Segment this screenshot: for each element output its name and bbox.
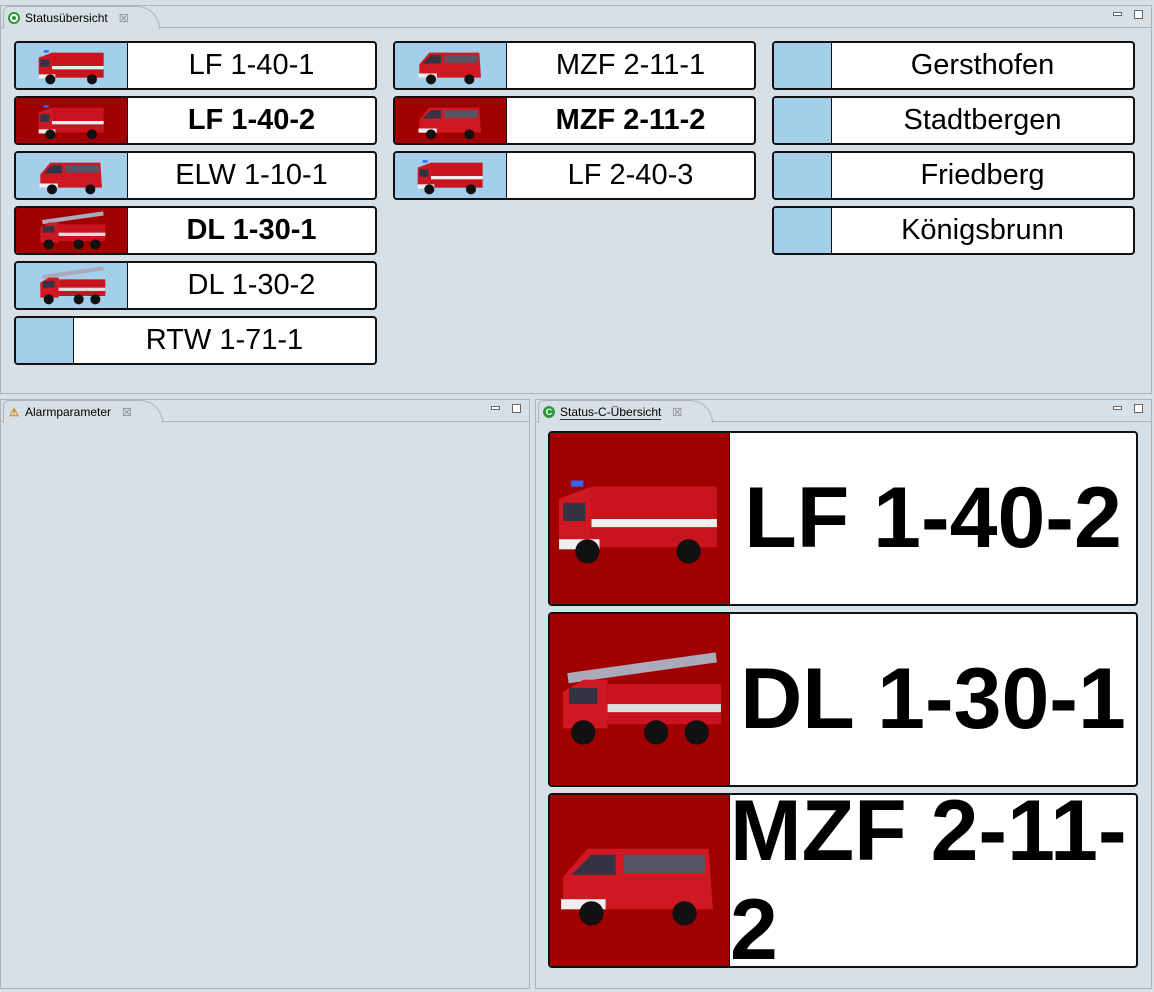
vehicle-label: RTW 1-71-1 bbox=[145, 324, 304, 356]
vehicle-status-card[interactable]: Stadtbergen bbox=[772, 96, 1135, 145]
vehicle-status-card[interactable]: DL 1-30-2 bbox=[14, 261, 377, 310]
tab-label: Status-C-Übersicht bbox=[560, 404, 662, 420]
vehicle-label: Gersthofen bbox=[910, 49, 1055, 81]
minimize-button[interactable] bbox=[491, 406, 500, 410]
vehicle-status-card[interactable]: LF 2-40-3 bbox=[393, 151, 756, 200]
vehicle-status-card[interactable]: Friedberg bbox=[772, 151, 1135, 200]
status-color-cell bbox=[16, 263, 128, 308]
van-icon bbox=[39, 162, 102, 194]
status-color-cell bbox=[774, 208, 832, 253]
warning-icon: ⚠ bbox=[9, 406, 19, 419]
minimize-button[interactable] bbox=[1113, 12, 1122, 16]
vehicle-label: MZF 2-11-1 bbox=[555, 49, 706, 81]
status-color-cell bbox=[395, 98, 507, 143]
vehicle-label: Königsbrunn bbox=[901, 214, 1064, 246]
tab-label: Statusübersicht bbox=[25, 11, 108, 25]
tab-label: Alarmparameter bbox=[25, 405, 112, 419]
status-color-cell bbox=[395, 153, 507, 198]
close-icon[interactable]: ☒ bbox=[672, 406, 683, 419]
alarm-vehicle-card[interactable]: MZF 2-11-2 bbox=[548, 793, 1138, 968]
van-icon bbox=[418, 107, 481, 139]
vehicle-label: MZF 2-11-2 bbox=[730, 793, 1127, 968]
vehicle-status-card[interactable]: LF 1-40-2 bbox=[14, 96, 377, 145]
vehicle-status-card[interactable]: Gersthofen bbox=[772, 41, 1135, 90]
vehicle-status-card[interactable]: DL 1-30-1 bbox=[14, 206, 377, 255]
status-color-cell bbox=[16, 98, 128, 143]
van-icon bbox=[418, 52, 481, 84]
ladder-icon bbox=[39, 265, 105, 304]
vehicle-image-cell bbox=[550, 614, 730, 785]
status-color-cell bbox=[774, 153, 832, 198]
alarm-vehicle-card[interactable]: LF 1-40-2 bbox=[548, 431, 1138, 606]
vehicle-label: LF 1-40-2 bbox=[744, 470, 1122, 566]
status-view-icon bbox=[8, 12, 20, 24]
tab-status-c-uebersicht[interactable]: C Status-C-Übersicht ☒ bbox=[538, 400, 714, 423]
vehicle-label: DL 1-30-1 bbox=[186, 214, 317, 246]
vehicle-status-card[interactable]: MZF 2-11-2 bbox=[393, 96, 756, 145]
maximize-button[interactable] bbox=[512, 404, 521, 413]
tab-bar: C Status-C-Übersicht ☒ bbox=[536, 400, 1151, 423]
truck-icon bbox=[38, 104, 104, 139]
vehicle-label: LF 1-40-2 bbox=[187, 104, 316, 136]
vehicle-image-cell bbox=[550, 433, 730, 604]
status-color-cell bbox=[16, 318, 74, 363]
maximize-button[interactable] bbox=[1134, 10, 1143, 19]
vehicle-status-card[interactable]: RTW 1-71-1 bbox=[14, 316, 377, 365]
ladder-icon bbox=[39, 210, 105, 249]
van-icon bbox=[560, 848, 713, 926]
minimize-button[interactable] bbox=[1113, 406, 1122, 410]
alarm-parameters-panel: ⚠ Alarmparameter ☒ bbox=[0, 399, 530, 989]
truck-icon bbox=[417, 159, 483, 194]
status-color-cell bbox=[395, 43, 507, 88]
status-color-cell bbox=[16, 208, 128, 253]
tab-statusuebersicht[interactable]: Statusübersicht ☒ bbox=[3, 6, 160, 29]
alarm-vehicle-card[interactable]: DL 1-30-1 bbox=[548, 612, 1138, 787]
vehicle-label: LF 2-40-3 bbox=[567, 159, 694, 191]
vehicle-label: ELW 1-10-1 bbox=[175, 159, 328, 191]
vehicle-status-card[interactable]: MZF 2-11-1 bbox=[393, 41, 756, 90]
vehicle-label: LF 1-40-1 bbox=[188, 49, 315, 81]
tab-bar: ⚠ Alarmparameter ☒ bbox=[1, 400, 529, 423]
maximize-button[interactable] bbox=[1134, 404, 1143, 413]
vehicle-status-card[interactable]: ELW 1-10-1 bbox=[14, 151, 377, 200]
vehicle-label: Friedberg bbox=[920, 159, 1045, 191]
c-icon: C bbox=[543, 406, 555, 418]
status-c-overview-panel: C Status-C-Übersicht ☒ LF 1-40-2 DL 1-30-… bbox=[535, 399, 1152, 989]
close-icon[interactable]: ☒ bbox=[118, 12, 129, 25]
close-icon[interactable]: ☒ bbox=[122, 406, 132, 419]
vehicle-status-card[interactable]: Königsbrunn bbox=[772, 206, 1135, 255]
status-color-cell bbox=[16, 43, 128, 88]
vehicle-status-card[interactable]: LF 1-40-1 bbox=[14, 41, 377, 90]
truck-icon bbox=[38, 49, 104, 84]
status-color-cell bbox=[774, 43, 832, 88]
ladder-icon bbox=[562, 651, 721, 745]
vehicle-label: MZF 2-11-2 bbox=[555, 104, 706, 136]
tab-bar: Statusübersicht ☒ bbox=[1, 6, 1151, 29]
vehicle-label: DL 1-30-1 bbox=[740, 651, 1126, 747]
truck-icon bbox=[558, 480, 717, 564]
vehicle-label: DL 1-30-2 bbox=[187, 269, 316, 301]
tab-alarmparameter[interactable]: ⚠ Alarmparameter ☒ bbox=[3, 400, 163, 423]
status-color-cell bbox=[774, 98, 832, 143]
vehicle-label: Stadtbergen bbox=[903, 104, 1062, 136]
status-color-cell bbox=[16, 153, 128, 198]
vehicle-image-cell bbox=[550, 795, 730, 966]
